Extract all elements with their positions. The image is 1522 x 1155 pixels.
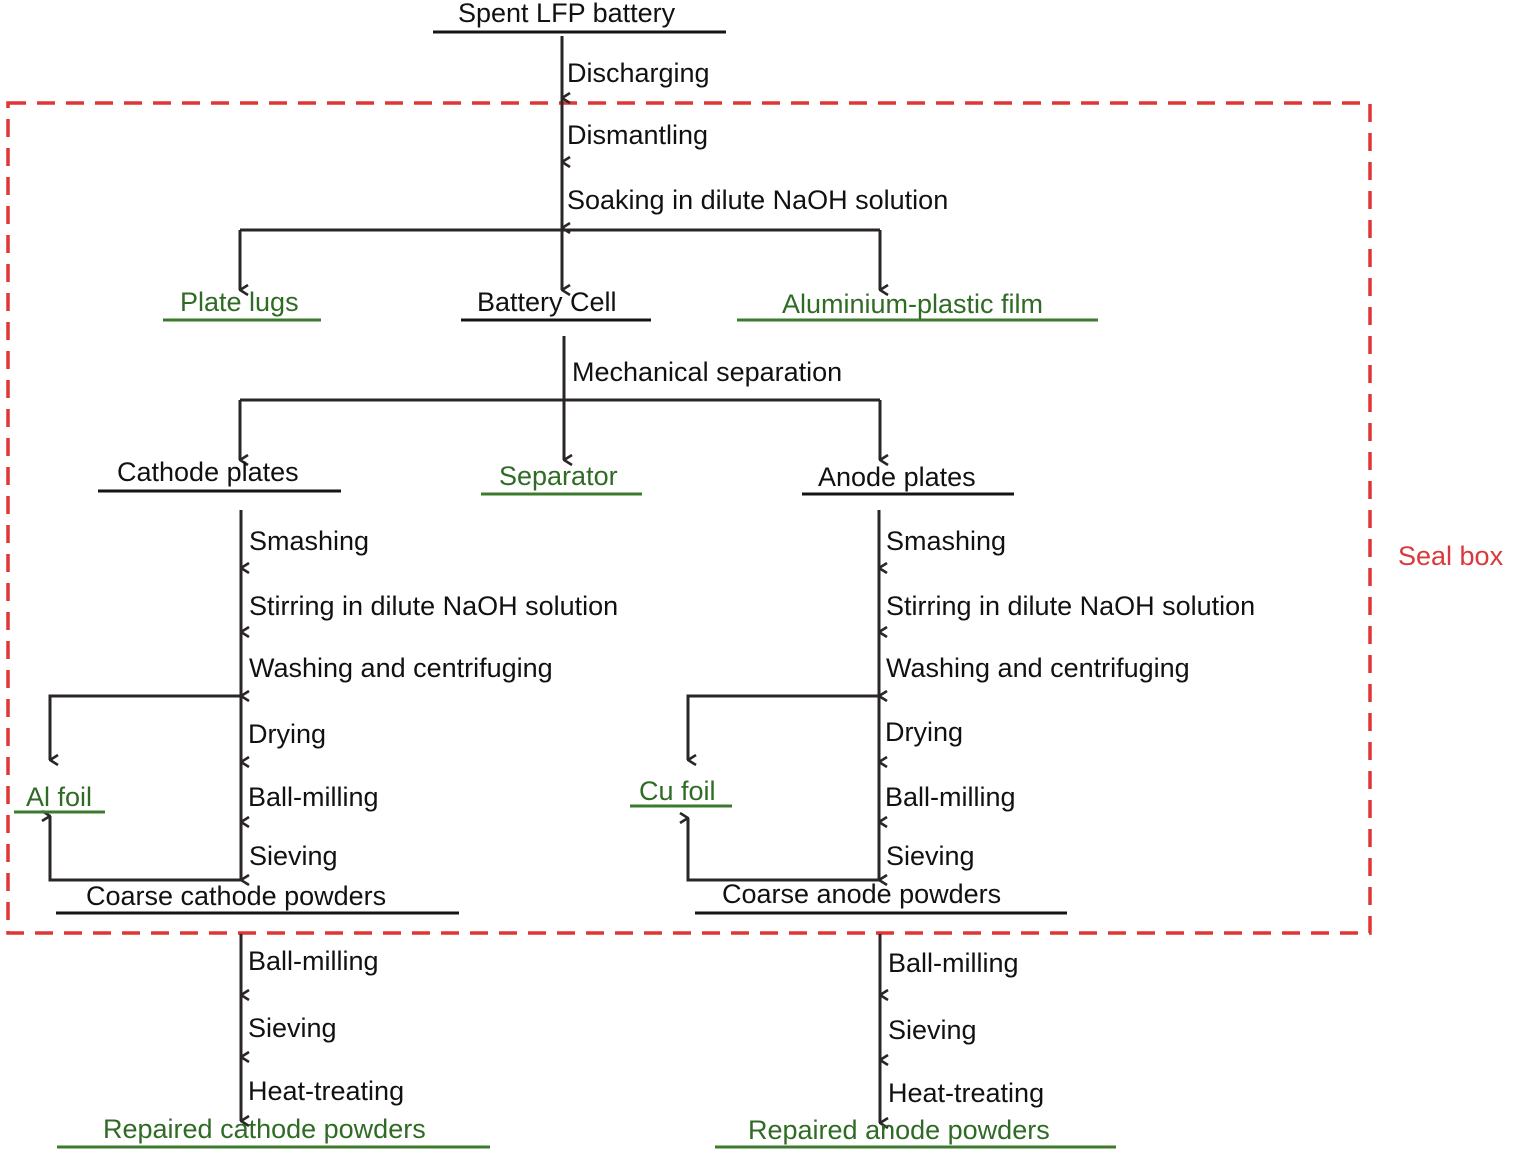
step-mechanical-separation: Mechanical separation [572, 357, 842, 387]
node-battery-cell: Battery Cell [477, 287, 617, 317]
anode-step-ball-milling: Ball-milling [885, 782, 1016, 812]
anode-step-drying: Drying [885, 717, 963, 747]
arrow-sieve-to-al-foil [50, 816, 241, 882]
cathode-post-ball-milling: Ball-milling [248, 946, 379, 976]
node-coarse-anode-powders: Coarse anode powders [722, 879, 1001, 909]
node-aluminium-plastic-film: Aluminium-plastic film [782, 289, 1043, 319]
node-plate-lugs: Plate lugs [180, 287, 299, 317]
node-cu-foil: Cu foil [639, 776, 716, 806]
seal-box-boundary [6, 101, 1372, 935]
step-soaking-naoh: Soaking in dilute NaOH solution [567, 185, 948, 215]
anode-post-heat-treating: Heat-treating [888, 1078, 1044, 1108]
flow-arrows [50, 36, 880, 1123]
node-cathode-plates: Cathode plates [117, 457, 299, 487]
node-al-foil: Al foil [26, 782, 92, 812]
anode-step-washing: Washing and centrifuging [886, 653, 1190, 683]
arrow-to-al-foil [48, 694, 241, 760]
arrow-sieve-to-cu-foil [688, 818, 879, 882]
cathode-step-stirring: Stirring in dilute NaOH solution [249, 591, 618, 621]
cathode-step-drying: Drying [248, 719, 326, 749]
node-repaired-anode-powders: Repaired anode powders [748, 1115, 1050, 1145]
anode-step-smashing: Smashing [886, 526, 1006, 556]
seal-box-label: Seal box [1398, 541, 1504, 571]
anode-step-sieving: Sieving [886, 841, 975, 871]
anode-post-ball-milling: Ball-milling [888, 948, 1019, 978]
node-repaired-cathode-powders: Repaired cathode powders [103, 1114, 426, 1144]
cathode-post-sieving: Sieving [248, 1013, 337, 1043]
cathode-step-ball-milling: Ball-milling [248, 782, 379, 812]
node-spent-lfp-battery: Spent LFP battery [458, 0, 676, 28]
node-separator: Separator [499, 461, 618, 491]
anode-post-sieving: Sieving [888, 1015, 977, 1045]
node-coarse-cathode-powders: Coarse cathode powders [86, 881, 386, 911]
node-anode-plates: Anode plates [818, 462, 976, 492]
cathode-step-sieving: Sieving [249, 841, 338, 871]
cathode-step-washing: Washing and centrifuging [249, 653, 553, 683]
step-discharging: Discharging [567, 58, 710, 88]
cathode-step-smashing: Smashing [249, 526, 369, 556]
step-dismantling: Dismantling [567, 120, 708, 150]
anode-step-stirring: Stirring in dilute NaOH solution [886, 591, 1255, 621]
cathode-post-heat-treating: Heat-treating [248, 1076, 404, 1106]
arrow-to-cu-foil [686, 694, 879, 760]
